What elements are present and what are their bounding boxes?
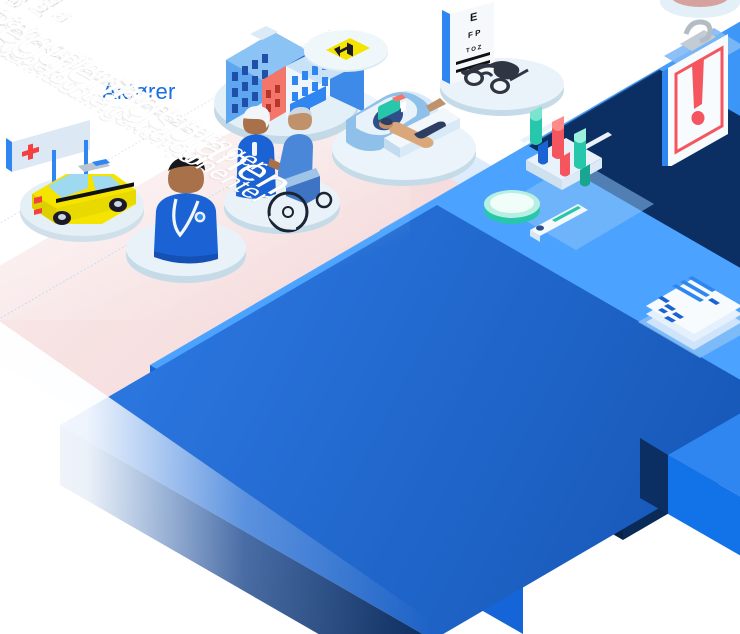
warning-clipboard-icon — [662, 19, 740, 166]
helipad-icon — [304, 30, 388, 72]
partial-object-top-right — [660, 0, 740, 18]
service-tile-kritisk — [662, 19, 740, 166]
ambulance-icon — [32, 159, 136, 225]
actor-scene-optometry: E F P T O Z — [440, 2, 564, 116]
documents-stack-icon — [646, 276, 740, 350]
doctor-figure-icon — [154, 157, 218, 264]
svg-text:T O Z: T O Z — [466, 44, 482, 55]
actor-scene-doctor — [126, 157, 246, 283]
test-tubes-icon — [484, 106, 612, 242]
service-tile-provesvar — [484, 106, 654, 250]
svg-text:F P: F P — [468, 28, 481, 40]
label-aktorer: Aktører — [102, 79, 176, 104]
slab-eresept — [640, 413, 740, 556]
svg-text:E: E — [470, 11, 478, 25]
actor-scene-ambulance — [6, 120, 144, 242]
legevakt-sign-icon — [6, 120, 90, 172]
patient-wheelchair-icon — [267, 107, 333, 233]
actor-scene-wheelchair — [224, 106, 340, 234]
eye-chart-icon: E F P T O Z — [442, 2, 494, 84]
service-tile-journal — [638, 276, 740, 358]
eyeglasses-icon — [460, 61, 529, 94]
